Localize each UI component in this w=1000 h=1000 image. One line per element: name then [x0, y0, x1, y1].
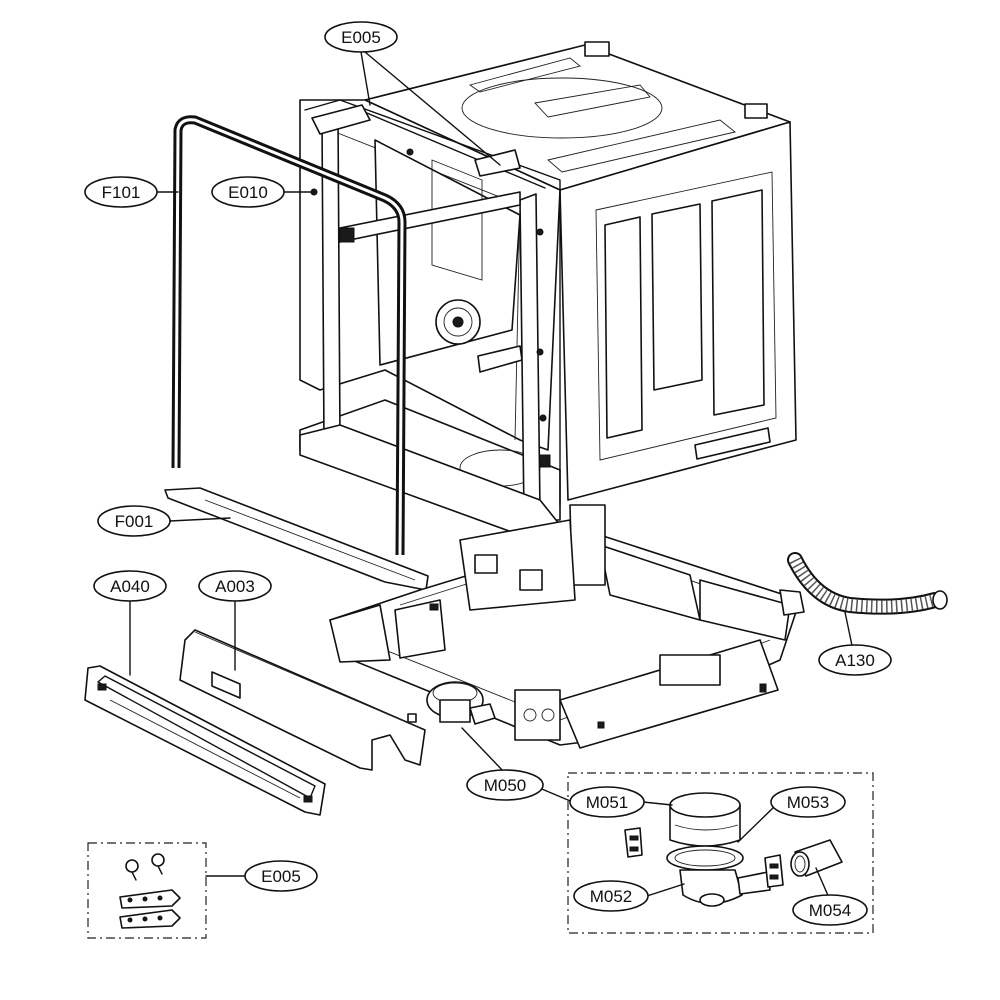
callout-e005-top: E005 — [324, 21, 398, 53]
tub-cabinet — [299, 41, 797, 536]
callout-a040: A040 — [93, 570, 167, 602]
callout-label: E005 — [261, 867, 301, 886]
kick-plate — [84, 665, 326, 816]
door-gasket — [171, 115, 407, 556]
callout-label: M052 — [590, 887, 633, 906]
callout-label: F001 — [115, 512, 154, 531]
callout-label: M054 — [809, 901, 852, 920]
callout-a003: A003 — [198, 570, 272, 602]
drain-hose — [787, 552, 948, 615]
callout-m051: M051 — [569, 786, 645, 818]
callout-f001: F001 — [97, 505, 171, 537]
callout-m050: M050 — [466, 769, 544, 801]
leader-lines — [129, 51, 856, 901]
callout-label: A040 — [110, 577, 150, 596]
screw-kit-box — [87, 842, 207, 939]
callout-label: A003 — [215, 577, 255, 596]
callout-e010: E010 — [211, 176, 285, 208]
callout-e005-kit: E005 — [244, 860, 318, 892]
callout-label: F101 — [102, 183, 141, 202]
bottom-seal-strip — [164, 487, 429, 591]
callout-label: A130 — [835, 651, 875, 670]
callout-f101: F101 — [84, 176, 158, 208]
pump-exploded-box — [567, 772, 874, 934]
callout-m053: M053 — [770, 786, 846, 818]
callout-m052: M052 — [573, 880, 649, 912]
callout-label: E010 — [228, 183, 268, 202]
callout-label: M051 — [586, 793, 629, 812]
callout-m054: M054 — [792, 894, 868, 926]
callout-a130: A130 — [818, 644, 892, 676]
drain-pump — [426, 681, 496, 725]
callout-label: M050 — [484, 776, 527, 795]
insulation-bracket — [179, 629, 426, 771]
callout-label: M053 — [787, 793, 830, 812]
callout-label: E005 — [341, 28, 381, 47]
